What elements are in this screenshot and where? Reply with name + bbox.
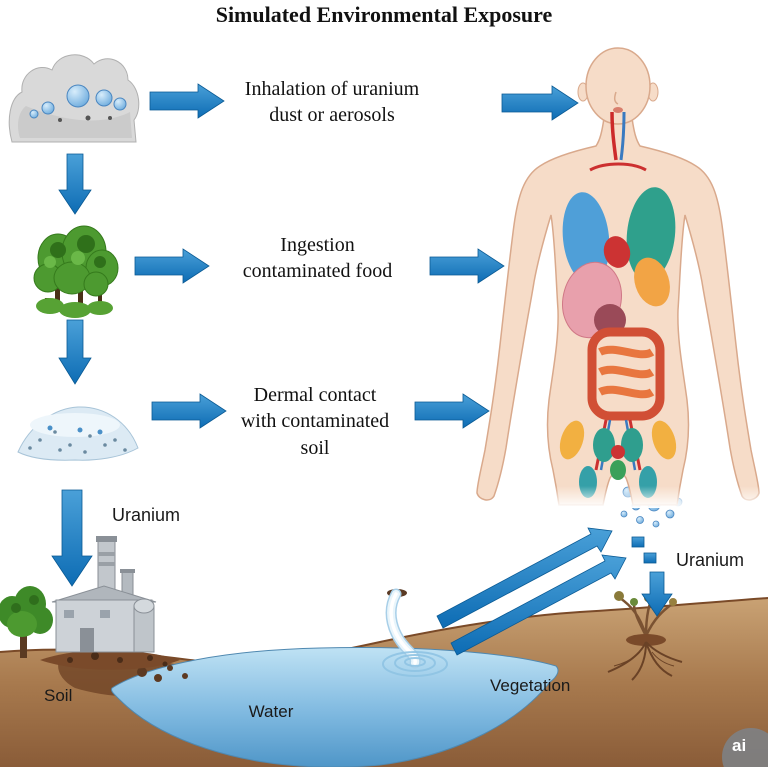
ripples xyxy=(382,651,448,677)
shore-rocks xyxy=(137,665,188,682)
dust-cloud-icon xyxy=(8,54,140,143)
lung-left xyxy=(562,192,610,284)
arrow-dermal-source xyxy=(151,393,227,429)
vegetation-label: Vegetation xyxy=(490,676,571,695)
pathway-label-dermal: Dermal contact with contaminated soil xyxy=(240,384,390,459)
colon xyxy=(587,327,665,421)
water-stream xyxy=(382,588,448,677)
contaminated-soil-icon xyxy=(17,406,139,461)
dirt-mound xyxy=(40,650,180,670)
pelvic-organ-left xyxy=(593,428,615,462)
arrow-ingestion-body xyxy=(429,248,505,284)
arrow-diagonal-evaporation-2 xyxy=(450,554,627,656)
arrow-ingestion-source xyxy=(134,248,210,284)
factory-icon xyxy=(51,536,157,653)
arrow-dash-deposition-2 xyxy=(643,552,657,564)
hip-gland-left xyxy=(559,420,585,460)
vegetation-plant xyxy=(607,585,683,681)
pathway-label-ingestion: Ingestion contaminated food xyxy=(242,234,393,283)
arrow-down-cloud-to-trees xyxy=(58,153,92,215)
collar-vessel xyxy=(589,162,647,172)
arrow-dash-deposition-1 xyxy=(631,536,645,548)
hip-gland-right xyxy=(651,420,677,460)
arrow-inhalation-source xyxy=(149,83,225,119)
human-anatomy-figure xyxy=(476,47,768,508)
arrow-down-uranium-to-factory xyxy=(51,489,93,587)
arrow-down-trees-to-soil xyxy=(58,319,92,385)
arrow-diagonal-evaporation-1 xyxy=(436,527,613,629)
arrow-inhalation-body xyxy=(501,85,579,121)
pelvic-organ-right xyxy=(621,428,643,462)
page-title: Simulated Environmental Exposure xyxy=(215,2,553,27)
nose-line xyxy=(613,91,619,105)
landscape xyxy=(0,536,768,767)
heart xyxy=(603,236,631,268)
small-intestine xyxy=(598,345,655,399)
pond-water xyxy=(111,647,559,767)
stomach xyxy=(634,257,670,307)
lung-right xyxy=(626,187,676,281)
neck-vessel-blue xyxy=(619,111,626,161)
neck-vessel-red xyxy=(610,111,618,161)
trees-icon xyxy=(33,225,119,318)
watermark-text: ai xyxy=(732,736,747,755)
water-label: Water xyxy=(248,702,294,721)
soil-label: Soil xyxy=(44,686,73,705)
left-tree-icon xyxy=(0,586,53,658)
arrow-dermal-body xyxy=(414,393,490,429)
groin-organ xyxy=(610,460,626,480)
arrow-down-uranium-to-vegetation xyxy=(641,571,673,617)
mouth-shading xyxy=(613,107,623,113)
head xyxy=(585,47,651,125)
uranium-source-label: Uranium xyxy=(112,505,181,525)
figure-fade xyxy=(540,486,768,508)
pathway-label-inhalation: Inhalation of uranium dust or aerosols xyxy=(244,78,420,127)
bladder xyxy=(611,445,625,459)
uranium-deposition-label: Uranium xyxy=(676,550,745,570)
